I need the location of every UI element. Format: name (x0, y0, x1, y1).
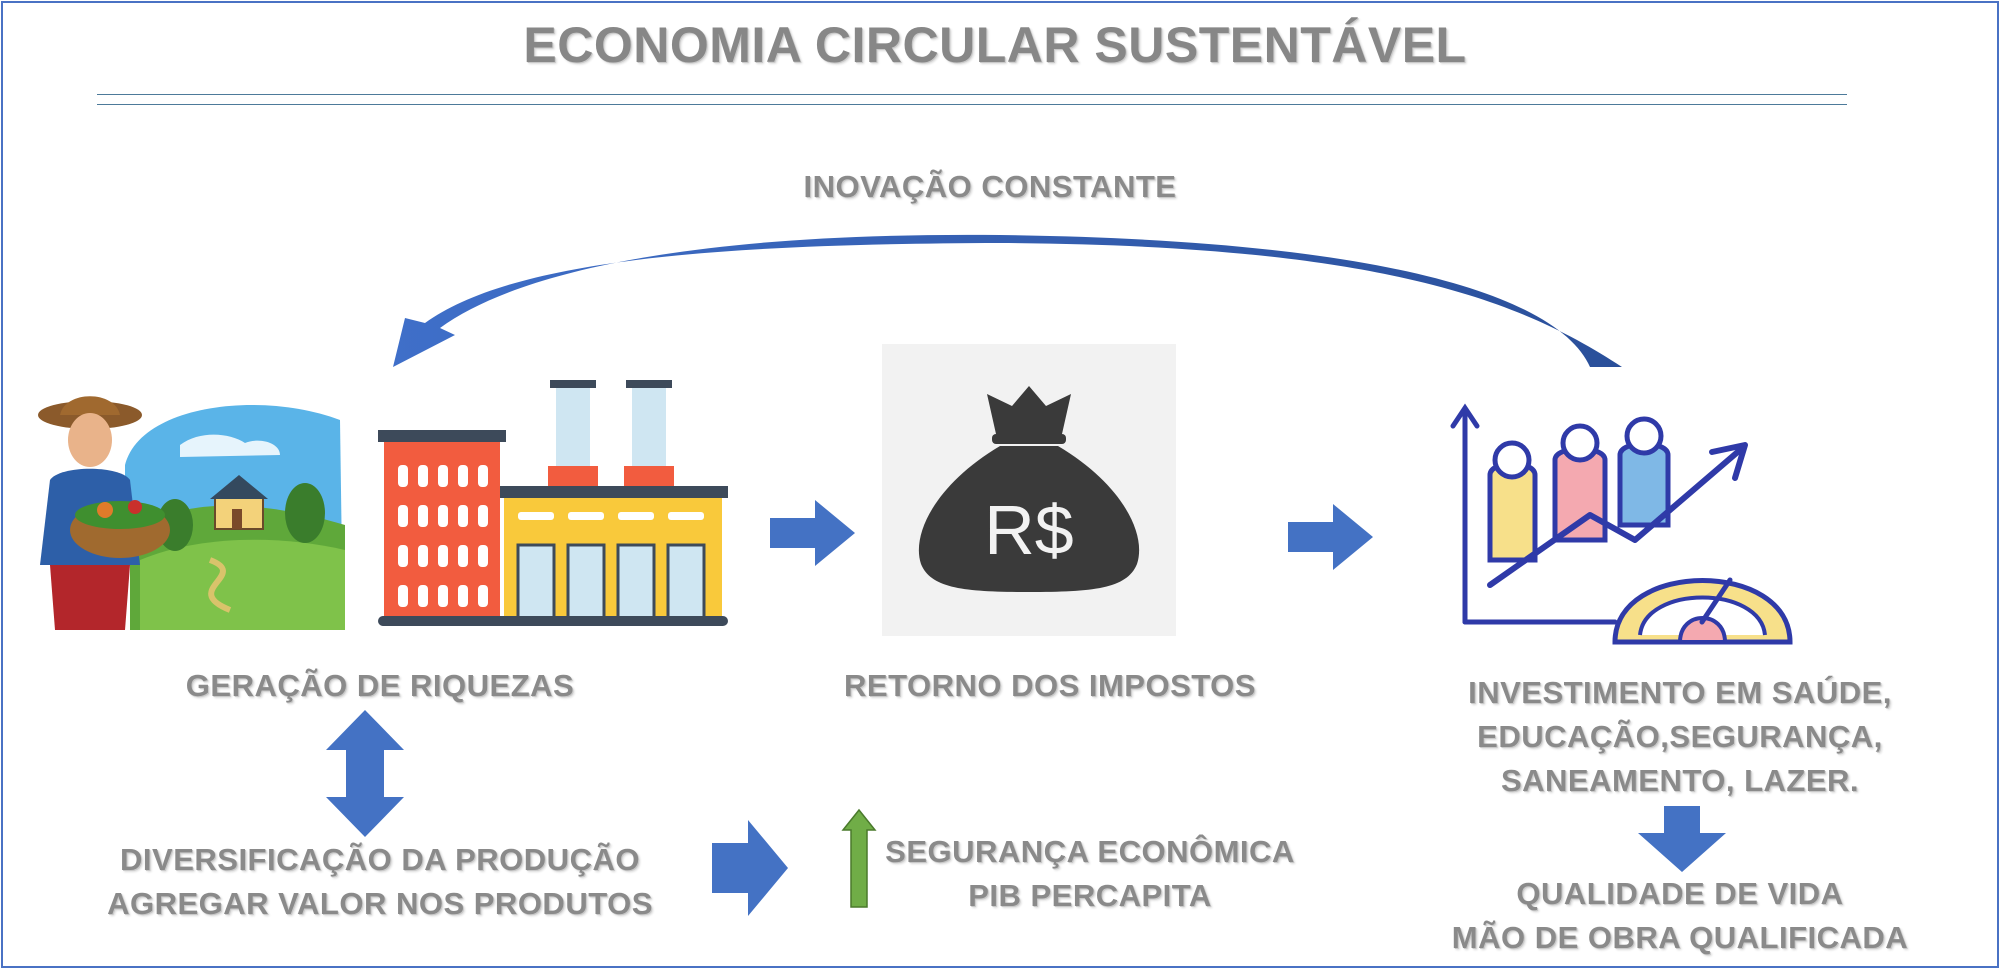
currency-symbol: R$ (984, 491, 1073, 569)
security-line2: PIB PERCAPITA (968, 878, 1212, 913)
title-rule-bottom (97, 104, 1847, 105)
stage-label-wealth: GERAÇÃO DE RIQUEZAS (185, 668, 575, 703)
stage-label-investment-line3: SANEAMENTO, LAZER. (1500, 763, 1860, 798)
title-rule-top (97, 94, 1847, 95)
loop-label: INOVAÇÃO CONSTANTE (803, 169, 1177, 204)
double-arrow-diversification (326, 710, 404, 837)
diagram-title: ECONOMIA CIRCULAR SUSTENTÁVEL (523, 17, 1467, 73)
arrow-to-taxes (770, 500, 855, 566)
green-up-arrow (841, 808, 877, 908)
farmer-icon (38, 396, 345, 630)
growth-chart-icon (1450, 403, 1793, 645)
quality-line1: QUALIDADE DE VIDA (1516, 876, 1844, 911)
arrow-to-quality (1638, 806, 1726, 872)
quality-line2: MÃO DE OBRA QUALIFICADA (1451, 920, 1909, 955)
diversification-line2: AGREGAR VALOR NOS PRODUTOS (107, 886, 653, 921)
arrow-to-security (712, 820, 788, 916)
arrow-to-investment (1288, 504, 1373, 570)
factory-icon (378, 380, 728, 626)
stage-label-investment-line1: INVESTIMENTO EM SAÚDE, (1468, 675, 1892, 710)
money-bag-icon: R$ (882, 344, 1176, 636)
security-line1: SEGURANÇA ECONÔMICA (885, 834, 1295, 869)
stage-label-taxes: RETORNO DOS IMPOSTOS (844, 668, 1256, 703)
diversification-line1: DIVERSIFICAÇÃO DA PRODUÇÃO (120, 842, 640, 877)
stage-label-investment-line2: EDUCAÇÃO,SEGURANÇA, (1477, 719, 1883, 754)
